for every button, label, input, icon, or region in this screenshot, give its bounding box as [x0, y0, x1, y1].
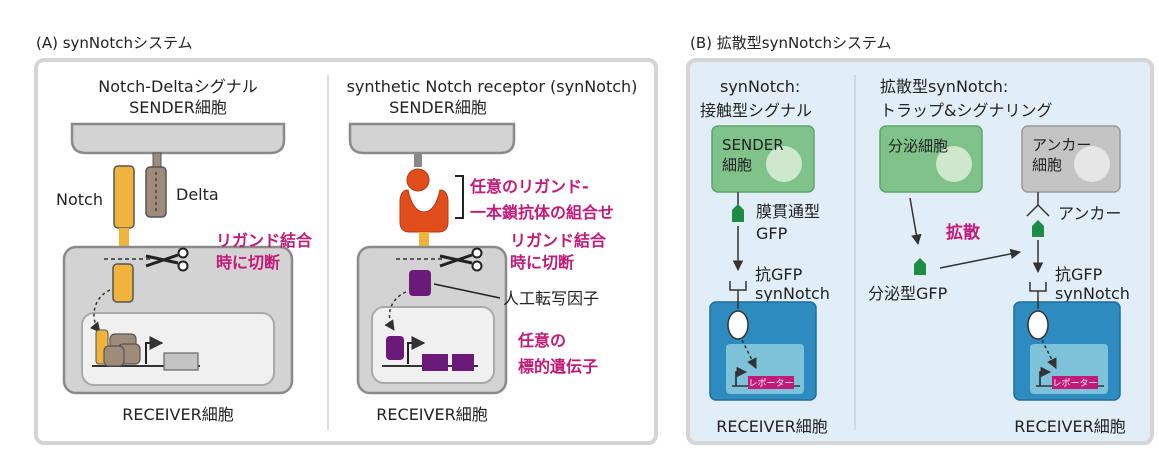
contact-heading-line2: 接触型シグナル: [700, 101, 812, 120]
target-gene-label-line1: 任意の: [517, 331, 566, 350]
translocation-arrow-a2: [384, 291, 407, 331]
reporter-label-b1: レポーター: [748, 378, 793, 389]
secreted-gfp-icon: [914, 258, 926, 275]
panel-b-title: (B) 拡散型synNotchシステム: [690, 34, 892, 52]
secretory-cell: [879, 125, 983, 193]
contact-heading-line1: synNotch:: [720, 77, 800, 96]
anti-gfp-label-b1-line1: 抗GFP: [755, 265, 803, 284]
notch-receptor: [113, 165, 135, 229]
anchor-label: アンカー: [1058, 204, 1121, 223]
sender-cell-label-a2: SENDER細胞: [389, 98, 487, 117]
diffusible-heading-line1: 拡散型synNotch:: [880, 77, 1008, 96]
reporter-box-b2: [1052, 376, 1098, 389]
scissors-icon: [439, 247, 483, 272]
anti-gfp-label-b2-line1: 抗GFP: [1055, 265, 1103, 284]
diffusible-heading-line2: トラップ&シグナリング: [880, 101, 1052, 120]
sender-cell-label-a1: SENDER細胞: [129, 98, 227, 117]
ligand-stalk: [414, 153, 422, 167]
anchor-cell-label-line2: 細胞: [1032, 156, 1062, 174]
target-gene-a2: [382, 336, 478, 371]
receiver-cell-label-b1: RECEIVER細胞: [716, 417, 827, 436]
receiver-cell-a2: [356, 245, 508, 395]
receiver-cell-label-b2: RECEIVER細胞: [1014, 417, 1125, 436]
tf-label: 人工転写因子: [503, 289, 599, 308]
synnotch-heading: synthetic Notch receptor (synNotch): [347, 77, 638, 96]
secretion-arrow: [909, 197, 922, 246]
synnotch-tf-b2: [1027, 310, 1049, 340]
delta-stalk: [152, 152, 162, 168]
anti-gfp-label-b1-line2: synNotch: [755, 284, 830, 303]
anchor-cell-label-line1: アンカー: [1032, 136, 1091, 154]
cleavage-label-a2-line2: 時に切断: [510, 253, 574, 272]
ligand-label-line1: 任意のリガンド-: [469, 177, 589, 196]
scfv-antibody: [399, 189, 449, 233]
ligand-sphere: [406, 168, 430, 192]
cleavage-label-a2-line1: リガンド結合: [510, 231, 607, 250]
sender-label-b1-line1: SENDER: [722, 136, 784, 154]
transcription-complex-a1: [92, 329, 200, 371]
receiver-cell-label-a1: RECEIVER細胞: [122, 405, 233, 424]
bracket: [455, 175, 464, 219]
secreted-gfp-label: 分泌型GFP: [868, 284, 948, 303]
anchor-receptor-icon: [1026, 203, 1050, 217]
scissors-icon: [145, 247, 189, 272]
cleavage-label-a1-line1: リガンド結合: [216, 231, 313, 250]
delta-label: Delta: [176, 185, 219, 204]
reporter-box-b1: [748, 376, 794, 389]
target-gene-label-line2: 標的遺伝子: [518, 357, 598, 376]
notch-icd: [112, 263, 134, 303]
membrane-gfp-icon: [732, 204, 744, 222]
anti-gfp-label-b2-line2: synNotch: [1055, 284, 1130, 303]
trapped-gfp-icon: [1032, 220, 1044, 237]
diffusion-arrow: [939, 248, 1022, 269]
sender-cell-a1: [70, 122, 286, 155]
notch-label: Notch: [56, 190, 103, 209]
receiver-cell-label-a2: RECEIVER細胞: [376, 405, 487, 424]
diffusion-label: 拡散: [946, 222, 981, 243]
artificial-tf: [409, 270, 431, 296]
anchor-cell: [1021, 125, 1121, 193]
synnotch-tf-b1: [727, 310, 749, 340]
tf-pointer: [433, 283, 501, 299]
membrane-gfp-label-line1: 膜貫通型: [756, 202, 820, 221]
membrane-gfp-label-line2: GFP: [756, 224, 788, 243]
ligand-label-line2: 一本鎖抗体の組合せ: [470, 203, 614, 222]
translocation-arrow-a1: [89, 289, 111, 333]
panel-a-title: (A) synNotchシステム: [36, 34, 193, 52]
sender-cell-b1: [711, 125, 815, 193]
notch-delta-heading: Notch-Deltaシグナル: [98, 77, 257, 96]
reporter-label-b2: レポーター: [1052, 378, 1097, 389]
cleavage-label-a1-line2: 時に切断: [216, 253, 280, 272]
secretory-cell-label: 分泌細胞: [888, 137, 948, 155]
sender-cell-a2: [348, 122, 516, 155]
sender-label-b1-line2: 細胞: [722, 156, 752, 174]
